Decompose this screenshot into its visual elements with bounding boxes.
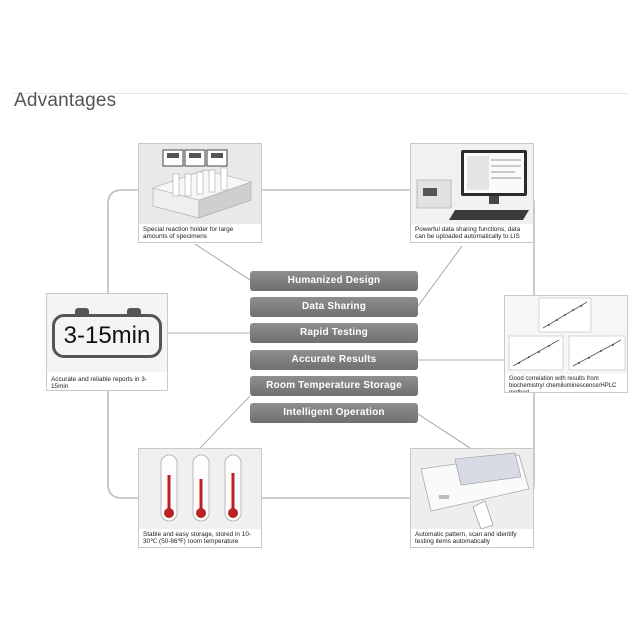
correlation-charts-image xyxy=(505,296,627,374)
timer-image: 3-15min xyxy=(47,294,167,372)
leader-data-sharing xyxy=(417,245,463,307)
card-intelligent-operation: Automatic pattern, scan and identify tes… xyxy=(410,448,534,548)
data-sharing-caption: Powerful data sharing functions, data ca… xyxy=(415,226,521,241)
feature-intelligent-operation: Intelligent Operation xyxy=(250,403,418,423)
thermometer-icon xyxy=(160,454,178,522)
storage-caption: Stable and easy storage, stored in 10-30… xyxy=(143,531,251,546)
accurate-results-caption: Good correlation with results from bioch… xyxy=(509,376,617,393)
leader-intelligent xyxy=(417,413,471,449)
timer-display: 3-15min xyxy=(52,314,162,358)
card-storage: Stable and easy storage, stored in 10-30… xyxy=(138,448,262,548)
rapid-testing-caption: Accurate and reliable reports in 3-15min xyxy=(51,376,147,391)
reaction-holder-caption: Special reaction holder for large amount… xyxy=(143,226,234,241)
feature-data-sharing: Data Sharing xyxy=(250,297,418,317)
intelligent-operation-caption: Automatic pattern, scan and identify tes… xyxy=(415,531,517,546)
card-reaction-holder: Special reaction holder for large amount… xyxy=(138,143,262,243)
feature-accurate-results: Accurate Results xyxy=(250,350,418,370)
leader-storage xyxy=(199,395,251,449)
feature-room-temperature-storage: Room Temperature Storage xyxy=(250,376,418,396)
feature-rapid-testing: Rapid Testing xyxy=(250,323,418,343)
feature-humanized-design: Humanized Design xyxy=(250,271,418,291)
leader-humanized xyxy=(194,243,251,281)
card-accurate-results: Good correlation with results from bioch… xyxy=(504,295,628,393)
page-title: Advantages xyxy=(14,90,117,111)
card-data-sharing: Powerful data sharing functions, data ca… xyxy=(410,143,534,243)
analyzer-image xyxy=(411,449,533,530)
card-rapid-testing: 3-15min Accurate and reliable reports in… xyxy=(46,293,168,391)
reaction-holder-image xyxy=(139,144,261,224)
computer-image xyxy=(411,144,533,224)
thermometers-image xyxy=(139,449,261,529)
title-divider xyxy=(14,93,628,94)
timer-ear-right xyxy=(127,308,141,315)
timer-ear-left xyxy=(75,308,89,315)
